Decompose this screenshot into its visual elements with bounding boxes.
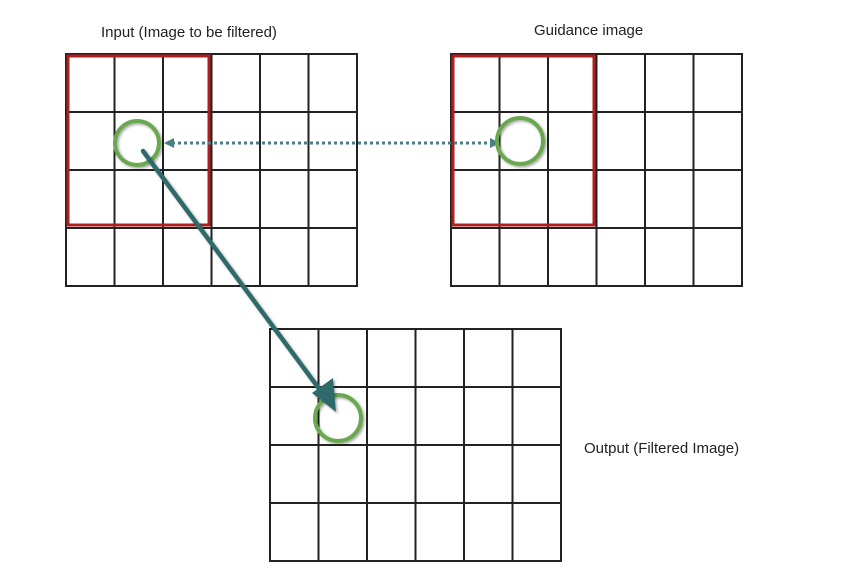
input-image-grid — [65, 53, 358, 287]
input-image-label: Input (Image to be filtered) — [101, 24, 277, 41]
output-image-grid — [269, 328, 562, 562]
input-window-box — [66, 54, 211, 227]
guidance-image-label: Guidance image — [534, 22, 644, 39]
output-image-label: Output (Filtered Image) — [584, 440, 740, 457]
guidance-pixel-highlight — [502, 129, 526, 153]
guidance-pixel-circle — [495, 116, 545, 166]
output-pixel-circle — [313, 393, 363, 443]
input-output-arrow — [140, 148, 336, 412]
guidance-image-grid — [450, 53, 743, 287]
input-pixel-circle — [113, 119, 161, 167]
